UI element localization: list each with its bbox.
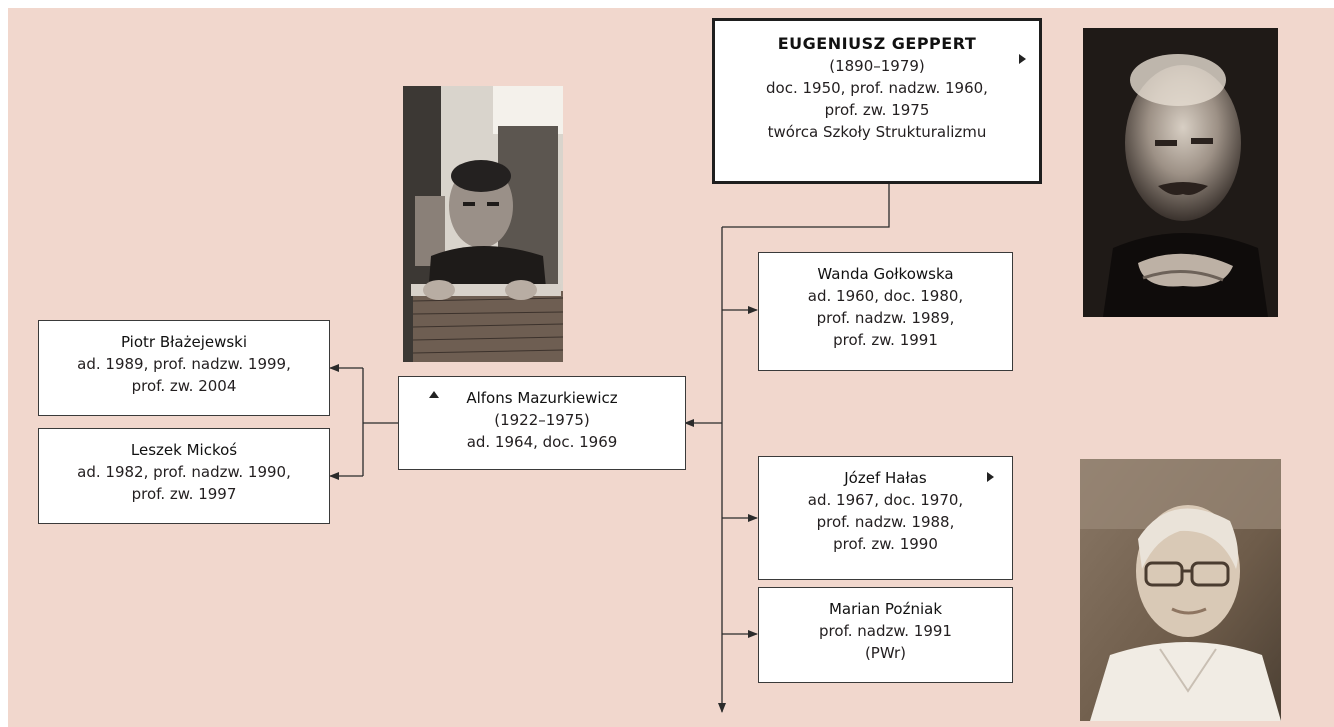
person-name: Leszek Mickoś: [130, 441, 238, 459]
person-detail: prof. nadzw. 1988,: [816, 513, 955, 531]
triangle-right-icon[interactable]: [987, 472, 994, 482]
node-jozef-halas[interactable]: Józef Hałas ad. 1967, doc. 1970, prof. n…: [758, 456, 1013, 580]
person-name: Alfons Mazurkiewicz: [466, 389, 618, 407]
person-detail: prof. zw. 1997: [131, 485, 237, 503]
person-detail: prof. nadzw. 1989,: [816, 309, 955, 327]
person-name: EUGENIUSZ GEPPERT: [777, 34, 977, 53]
person-detail: ad. 1960, doc. 1980,: [807, 287, 964, 305]
node-eugeniusz-geppert[interactable]: EUGENIUSZ GEPPERT (1890–1979) doc. 1950,…: [712, 18, 1042, 184]
person-name: Wanda Gołkowska: [817, 265, 954, 283]
node-alfons-mazurkiewicz[interactable]: Alfons Mazurkiewicz (1922–1975) ad. 1964…: [398, 376, 686, 470]
portrait-photo-halas: [1080, 459, 1281, 721]
person-name: Marian Poźniak: [828, 600, 943, 618]
node-wanda-golkowska[interactable]: Wanda Gołkowska ad. 1960, doc. 1980, pro…: [758, 252, 1013, 371]
person-detail: (1890–1979): [829, 57, 925, 75]
portrait-photo-geppert: [1083, 28, 1278, 317]
node-leszek-mickos[interactable]: Leszek Mickoś ad. 1982, prof. nadzw. 199…: [38, 428, 330, 524]
person-detail: (1922–1975): [494, 411, 590, 429]
person-name: Piotr Błażejewski: [120, 333, 248, 351]
edge-geppert-trunk: [722, 184, 890, 228]
portrait-photo-mazurkiewicz: [403, 86, 563, 362]
triangle-up-icon[interactable]: [429, 391, 439, 398]
person-detail: prof. zw. 1975: [824, 101, 930, 119]
person-detail: ad. 1967, doc. 1970,: [807, 491, 964, 509]
person-detail: (PWr): [864, 644, 907, 662]
person-detail: ad. 1989, prof. nadzw. 1999,: [77, 355, 291, 373]
person-detail: doc. 1950, prof. nadzw. 1960,: [766, 79, 988, 97]
person-detail: prof. zw. 1990: [833, 535, 938, 553]
person-detail: prof. zw. 1991: [833, 331, 938, 349]
person-detail: ad. 1964, doc. 1969: [466, 433, 618, 451]
person-detail: twórca Szkoły Strukturalizmu: [767, 123, 987, 141]
person-name: Józef Hałas: [844, 469, 927, 487]
person-detail: ad. 1982, prof. nadzw. 1990,: [77, 463, 291, 481]
person-detail: prof. zw. 2004: [131, 377, 237, 395]
node-marian-pozniak[interactable]: Marian Poźniak prof. nadzw. 1991 (PWr): [758, 587, 1013, 683]
triangle-right-icon[interactable]: [1019, 54, 1026, 64]
person-detail: prof. nadzw. 1991: [819, 622, 952, 640]
node-piotr-blazejewski[interactable]: Piotr Błażejewski ad. 1989, prof. nadzw.…: [38, 320, 330, 416]
